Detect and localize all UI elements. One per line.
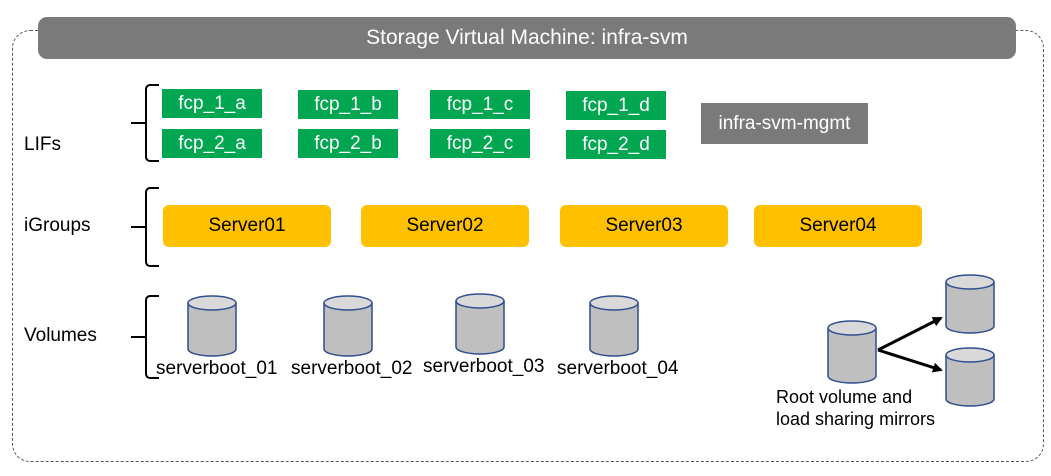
row-label-lifs: LIFs xyxy=(24,134,61,155)
volume-label-02: serverboot_02 xyxy=(291,358,413,379)
root-label-line-2: load sharing mirrors xyxy=(776,409,936,429)
volume-label-03: serverboot_03 xyxy=(423,356,545,377)
lif-fcp-1-b: fcp_1_b xyxy=(298,90,398,119)
volume-label-04: serverboot_04 xyxy=(557,358,679,379)
root-label-line-1: Root volume and xyxy=(776,387,913,407)
bracket-tick-igroups xyxy=(131,226,145,228)
bracket-volumes xyxy=(145,295,159,379)
mirror-cylinder-bottom xyxy=(945,347,995,407)
lif-infra-svm-mgmt: infra-svm-mgmt xyxy=(701,103,868,144)
igroup-server01: Server01 xyxy=(163,205,331,247)
igroup-server02: Server02 xyxy=(361,205,529,247)
bracket-igroups xyxy=(145,187,159,267)
lif-fcp-2-c: fcp_2_c xyxy=(430,129,530,158)
row-label-igroups: iGroups xyxy=(24,215,91,236)
lif-fcp-1-c: fcp_1_c xyxy=(430,90,530,119)
mirror-cylinder-top xyxy=(945,274,995,334)
row-label-volumes: Volumes xyxy=(24,325,97,346)
arrow-to-top-mirror xyxy=(877,316,943,352)
svm-title: Storage Virtual Machine: infra-svm xyxy=(38,17,1016,59)
bracket-lifs xyxy=(145,84,159,162)
root-volume-cylinder xyxy=(827,320,877,384)
volume-cylinder-02 xyxy=(323,295,373,357)
lif-fcp-2-d: fcp_2_d xyxy=(566,130,666,159)
volume-cylinder-03 xyxy=(455,293,505,355)
volume-cylinder-04 xyxy=(589,295,639,357)
igroup-server04: Server04 xyxy=(754,205,922,247)
arrow-to-bottom-mirror xyxy=(877,348,943,373)
lif-fcp-2-b: fcp_2_b xyxy=(298,129,398,158)
bracket-tick-volumes xyxy=(131,336,145,338)
lif-fcp-2-a: fcp_2_a xyxy=(162,129,262,158)
volume-label-01: serverboot_01 xyxy=(156,358,278,379)
root-volume-label: Root volume and load sharing mirrors xyxy=(776,386,935,430)
lif-fcp-1-a: fcp_1_a xyxy=(162,89,262,118)
volume-cylinder-01 xyxy=(187,295,237,357)
igroup-server03: Server03 xyxy=(560,205,728,247)
lif-fcp-1-d: fcp_1_d xyxy=(566,91,666,120)
bracket-tick-lifs xyxy=(131,122,145,124)
